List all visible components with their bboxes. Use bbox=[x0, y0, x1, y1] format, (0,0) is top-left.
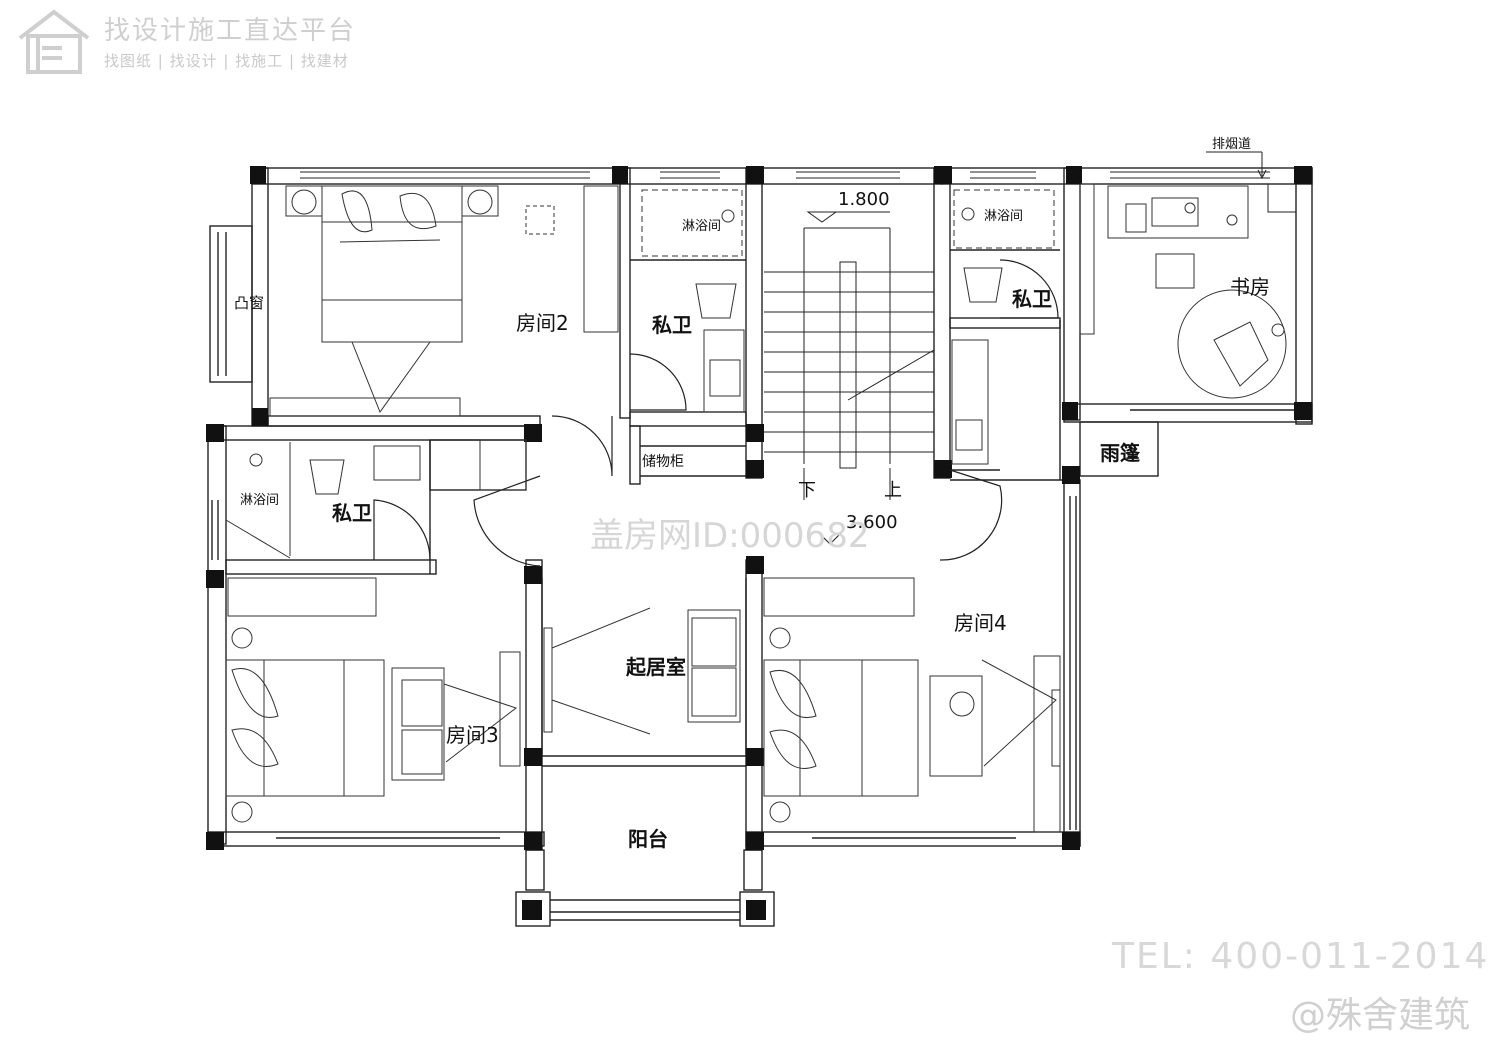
level-top-label: 1.800 bbox=[838, 189, 890, 210]
smoke-flue-label: 排烟道 bbox=[1212, 137, 1251, 152]
stair-up-label: 上 bbox=[884, 480, 902, 501]
living-label: 起居室 bbox=[625, 655, 686, 679]
shower-c-label: 淋浴间 bbox=[240, 493, 279, 508]
room4-furniture bbox=[763, 577, 1061, 833]
bath-c-label: 私卫 bbox=[332, 501, 372, 525]
living-furniture bbox=[543, 607, 741, 735]
bath-b-label: 私卫 bbox=[1012, 287, 1052, 311]
wall-top-left bbox=[251, 167, 763, 185]
bath-b-fixtures bbox=[951, 189, 1055, 465]
bay-window bbox=[209, 225, 253, 383]
room4-label: 房间4 bbox=[954, 611, 1007, 635]
room3-label: 房间3 bbox=[446, 723, 499, 747]
balcony-label: 阳台 bbox=[628, 827, 668, 851]
brand-subtitle: 找图纸 | 找设计 | 找施工 | 找建材 bbox=[104, 52, 349, 70]
storage-label: 储物柜 bbox=[642, 454, 684, 470]
room3-furniture bbox=[225, 577, 521, 823]
bath-c-fixtures bbox=[225, 439, 527, 559]
bath-a-label: 私卫 bbox=[652, 313, 692, 337]
shower-a-label: 淋浴间 bbox=[682, 219, 721, 234]
house-logo-icon bbox=[18, 9, 90, 74]
studio-name: @殊舍建筑 bbox=[1290, 995, 1471, 1036]
wall-top-right bbox=[941, 167, 1313, 185]
staircase bbox=[764, 211, 935, 545]
structural-columns bbox=[206, 166, 1312, 920]
doors bbox=[373, 259, 1059, 567]
wall-top-stair bbox=[761, 167, 943, 185]
bay-window-label: 凸窗 bbox=[234, 294, 264, 312]
wall-left bbox=[207, 425, 227, 845]
bath-a-fixtures bbox=[641, 189, 745, 413]
level-landing-label: 3.600 bbox=[846, 512, 898, 533]
canopy-label: 雨篷 bbox=[1100, 441, 1141, 465]
room2-furniture bbox=[269, 185, 619, 417]
brand-title: 找设计施工直达平台 bbox=[104, 16, 357, 46]
shower-b-label: 淋浴间 bbox=[984, 209, 1023, 224]
contact-tel: TEL: 400-011-2014 bbox=[1112, 936, 1490, 977]
smoke-flue bbox=[1206, 151, 1297, 213]
stair-down-label: 下 bbox=[798, 480, 816, 501]
room2-label: 房间2 bbox=[516, 311, 569, 335]
watermark-id: 盖房网ID:000682 bbox=[590, 516, 870, 556]
study-furniture bbox=[1079, 183, 1287, 399]
brand-logo bbox=[14, 8, 414, 78]
study-label: 书房 bbox=[1230, 275, 1270, 299]
